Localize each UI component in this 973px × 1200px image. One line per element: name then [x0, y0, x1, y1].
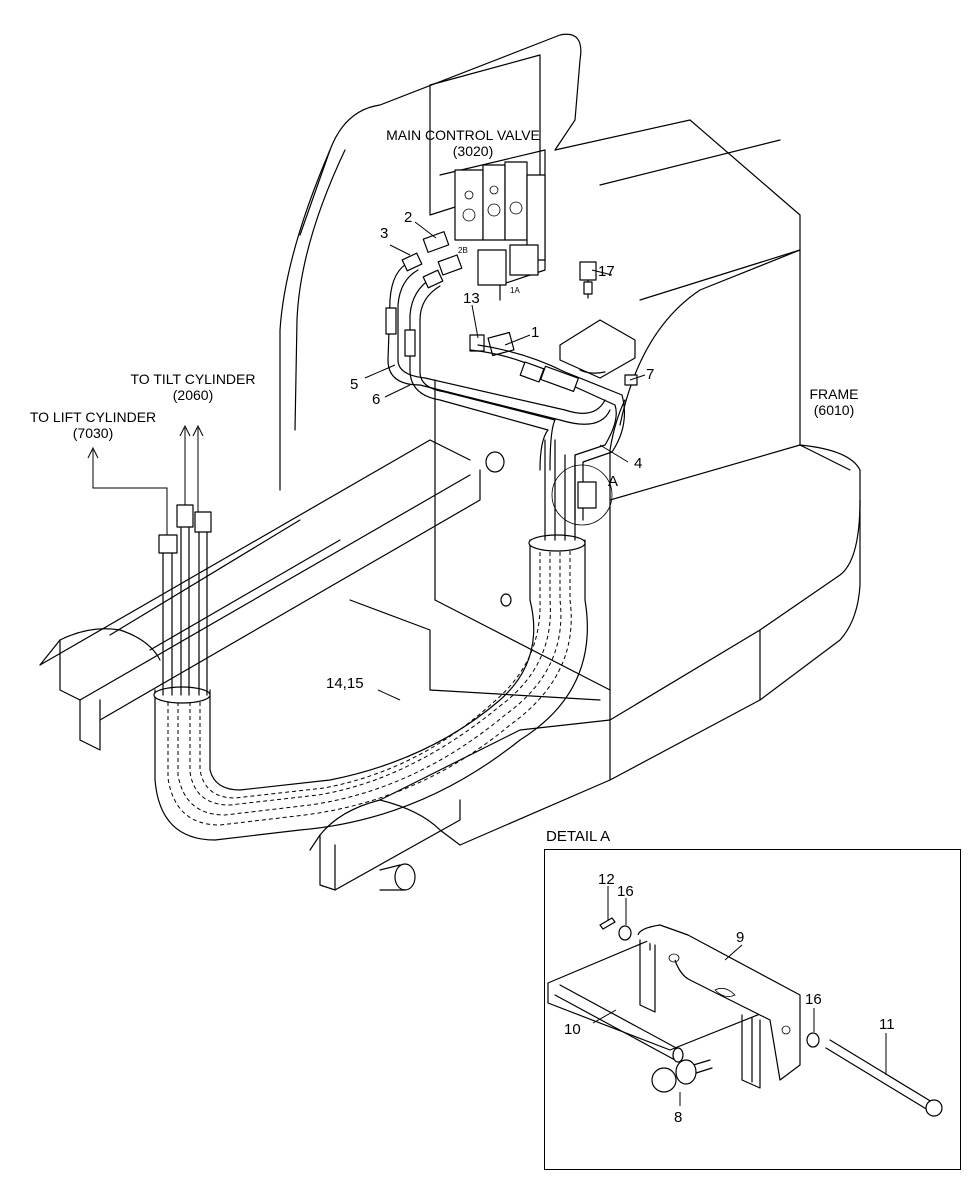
callout-6: 6 — [372, 391, 381, 408]
detail-a-drawing — [547, 886, 943, 1117]
lift-cylinder-label: TO LIFT CYLINDER — [29, 409, 157, 425]
detail-a-marker: A — [608, 473, 619, 490]
callout-11: 11 — [879, 1016, 895, 1033]
leader-lines — [87, 221, 646, 701]
item-17-bolt — [579, 261, 597, 299]
frame-code: (6010) — [813, 402, 855, 418]
callout-3: 3 — [380, 225, 389, 242]
callout-1: 1 — [531, 324, 540, 341]
callout-14-15: 14,15 — [326, 675, 364, 692]
tilt-cylinder-label: TO TILT CYLINDER — [130, 371, 256, 387]
callout-17: 17 — [598, 263, 615, 280]
callout-16-top: 16 — [617, 883, 634, 900]
callout-12: 12 — [598, 871, 615, 888]
main-control-valve — [422, 54, 546, 357]
main-control-valve-label: MAIN CONTROL VALVE — [386, 127, 540, 143]
detail-a-title: DETAIL A — [546, 828, 611, 845]
item-7-bracket — [559, 319, 638, 386]
frame-body — [39, 33, 861, 891]
callout-5: 5 — [350, 376, 359, 393]
lift-cylinder-code: (7030) — [72, 425, 114, 441]
callout-9: 9 — [736, 929, 745, 946]
hose-assembly — [385, 252, 625, 521]
callout-10: 10 — [564, 1021, 581, 1038]
callout-13: 13 — [463, 290, 480, 307]
callout-4: 4 — [634, 455, 643, 472]
callout-7: 7 — [646, 366, 655, 383]
main-control-valve-code: (3020) — [452, 143, 494, 159]
port-1a-label: 1A — [510, 286, 520, 295]
callout-16-right: 16 — [805, 991, 822, 1008]
detail-a-frame — [544, 849, 961, 1170]
callout-8: 8 — [674, 1109, 683, 1126]
frame-label: FRAME — [809, 386, 859, 402]
sleeve-assembly — [153, 439, 613, 841]
tilt-cylinder-code: (2060) — [172, 387, 214, 403]
callout-2: 2 — [404, 209, 413, 226]
port-2b-label: 2B — [458, 246, 468, 255]
